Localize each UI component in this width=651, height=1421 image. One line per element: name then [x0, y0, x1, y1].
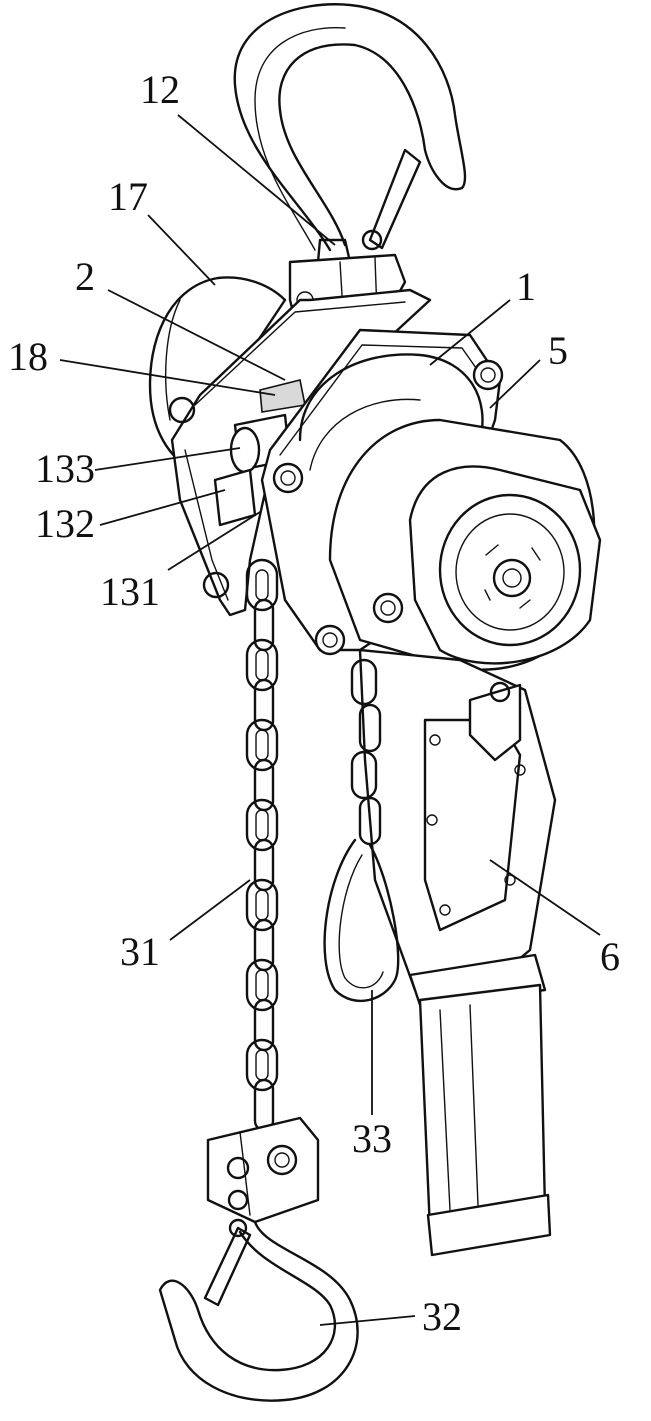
bottom-hook — [160, 1118, 358, 1401]
chain-link — [247, 880, 277, 930]
leader-31 — [170, 880, 250, 940]
label-5: 5 — [548, 328, 568, 373]
chain-link — [247, 720, 277, 770]
label-18: 18 — [8, 334, 48, 379]
load-chain — [247, 560, 277, 1130]
label-32: 32 — [422, 1294, 462, 1339]
leader-12 — [178, 115, 335, 245]
chain-link-inner — [256, 1050, 268, 1080]
label-133: 133 — [35, 446, 95, 491]
label-132: 132 — [35, 501, 95, 546]
brake-drum — [330, 420, 600, 670]
label-1: 1 — [516, 264, 536, 309]
top-hook — [235, 4, 465, 262]
lever-handle — [360, 650, 555, 1255]
chain-link — [247, 800, 277, 850]
chain-link-inner — [256, 970, 268, 1000]
chain-link-inner — [256, 730, 268, 760]
chain-link-inner — [256, 890, 268, 920]
label-12: 12 — [140, 67, 180, 112]
chain-link — [247, 960, 277, 1010]
label-131: 131 — [100, 569, 160, 614]
chain-link-inner — [256, 650, 268, 680]
chain-link-inner — [256, 570, 268, 600]
chain-link-inner — [256, 810, 268, 840]
chain-link — [247, 640, 277, 690]
chain-link — [247, 1040, 277, 1090]
label-31: 31 — [120, 929, 160, 974]
label-17: 17 — [108, 174, 148, 219]
chain-link — [247, 560, 277, 610]
label-6: 6 — [600, 934, 620, 979]
label-33: 33 — [352, 1116, 392, 1161]
leader-17 — [148, 215, 215, 285]
label-2: 2 — [75, 254, 95, 299]
